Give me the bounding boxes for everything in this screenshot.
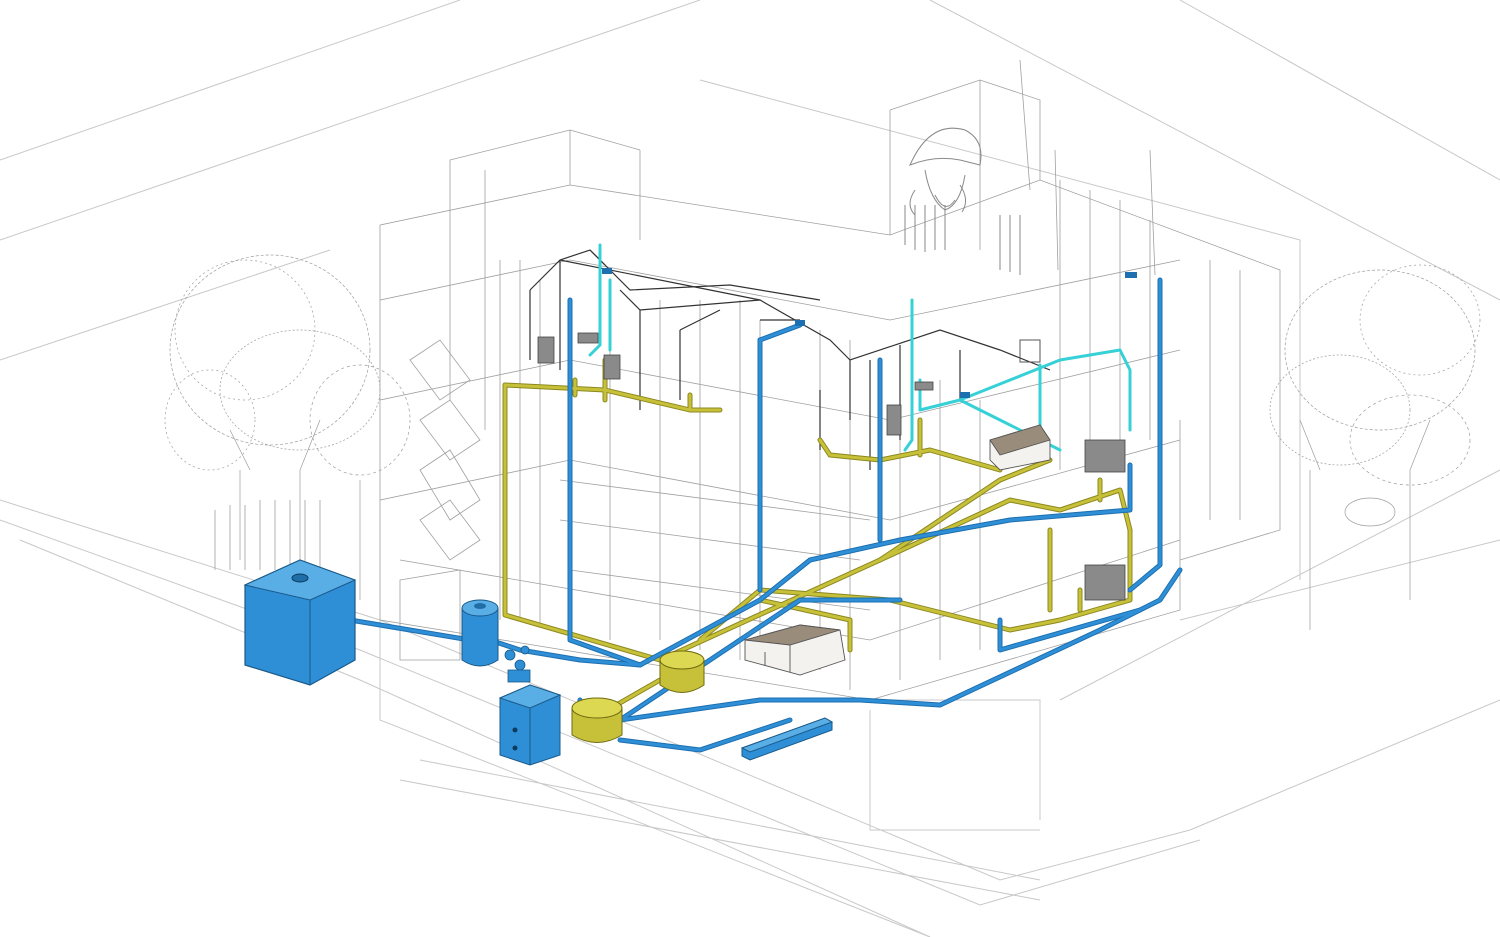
fixture-wc-2 (886, 404, 902, 436)
tower-portrait-graphic (904, 127, 1021, 275)
radiator-2 (1084, 564, 1126, 601)
pump-valve-cluster[interactable] (504, 645, 531, 683)
vent-piping (529, 249, 1051, 470)
drain-sump-upper[interactable] (659, 650, 705, 693)
plumbing-fixtures (537, 268, 1137, 601)
channel-drain[interactable] (740, 717, 834, 761)
cold-water-piping (588, 243, 1132, 452)
fixture-basin-2 (603, 354, 621, 380)
roof-outlet-1 (602, 268, 612, 274)
building-wireframe (214, 59, 1281, 701)
drain-sump-lower[interactable] (571, 697, 623, 743)
trees-right (1269, 264, 1481, 630)
cabinet-units (744, 424, 1051, 676)
fixture-shower (1019, 339, 1041, 363)
fixture-basin-1 (577, 332, 599, 344)
water-storage-tank[interactable] (243, 559, 357, 686)
roof-outlet-4 (960, 392, 970, 398)
radiator-1 (1084, 439, 1126, 473)
boiler-unit[interactable] (498, 684, 562, 766)
fixture-wc-1 (537, 336, 555, 364)
trees-left (164, 254, 411, 600)
roof-outlet-3 (1125, 272, 1137, 278)
fixture-basin-3 (914, 381, 934, 391)
roof-outlet-2 (795, 320, 805, 326)
water-supply-piping (347, 277, 1183, 753)
pressure-vessel[interactable] (461, 599, 499, 667)
